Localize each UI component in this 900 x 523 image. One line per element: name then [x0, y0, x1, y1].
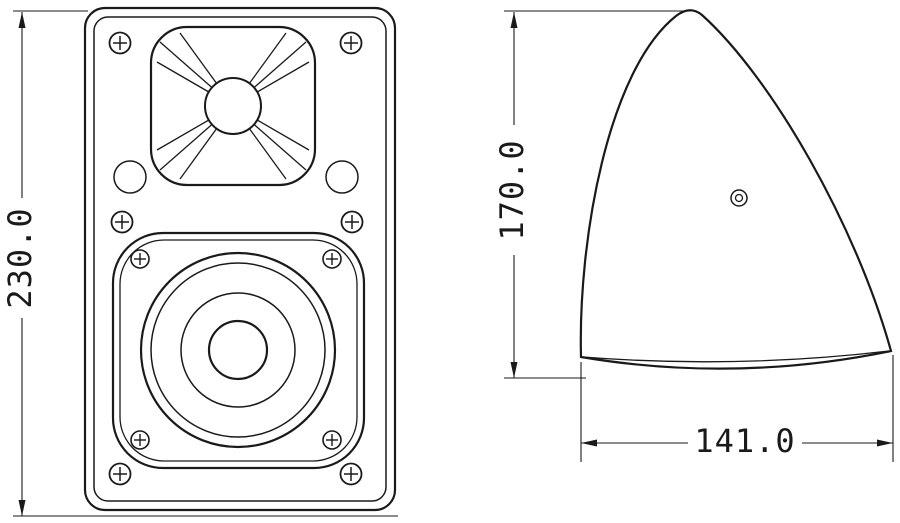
arrowhead-down: [510, 362, 518, 378]
screw-icon: [130, 430, 150, 450]
woofer-frame-outline: [111, 231, 366, 470]
screw-icon: [339, 462, 363, 486]
screw-icon: [110, 210, 134, 234]
screw-icon: [322, 249, 342, 269]
enclosure-outer-outline: [83, 6, 397, 512]
dimension-label-front-height: 230.0: [1, 207, 39, 308]
woofer-frame-inner-outline: [119, 239, 358, 462]
screw-icon: [339, 31, 363, 55]
arrowhead-right: [877, 439, 893, 447]
enclosure-inner-outline: [93, 16, 387, 502]
side-bottom-rim: [582, 350, 890, 363]
arrowhead-down: [18, 500, 26, 516]
side-profile-outline: [579, 9, 893, 370]
tweeter-dome: [204, 77, 262, 135]
speaker-front-view: [83, 6, 397, 512]
arrowhead-up: [18, 12, 26, 28]
woofer-outer-rim: [139, 251, 337, 449]
screw-icon: [108, 462, 132, 486]
screw-icon: [108, 31, 132, 55]
dimension-label-side-depth: 141.0: [694, 422, 795, 460]
dimension-side-depth: 141.0: [580, 355, 894, 462]
dimension-front-height: 230.0: [1, 10, 398, 517]
woofer-surround: [150, 262, 326, 438]
right-port-hole: [325, 160, 359, 194]
woofer-dust-cap: [207, 319, 269, 381]
speaker-side-view: [579, 9, 893, 370]
dimension-side-height: 170.0: [493, 10, 694, 379]
woofer: [111, 231, 366, 470]
arrowhead-up: [510, 12, 518, 28]
enclosure-screws: [108, 31, 364, 486]
screw-icon: [130, 249, 150, 269]
keyhole-mount-inner: [734, 193, 744, 203]
left-port-hole: [113, 160, 147, 194]
screw-icon: [340, 210, 364, 234]
tweeter-horn: [149, 25, 317, 187]
dimension-label-side-height: 170.0: [493, 139, 531, 240]
woofer-screws: [130, 249, 342, 450]
woofer-cone: [180, 292, 296, 408]
tweeter-horn-outline: [149, 25, 317, 187]
screw-icon: [322, 430, 342, 450]
arrowhead-left: [581, 439, 597, 447]
keyhole-mount-outer: [730, 189, 748, 207]
